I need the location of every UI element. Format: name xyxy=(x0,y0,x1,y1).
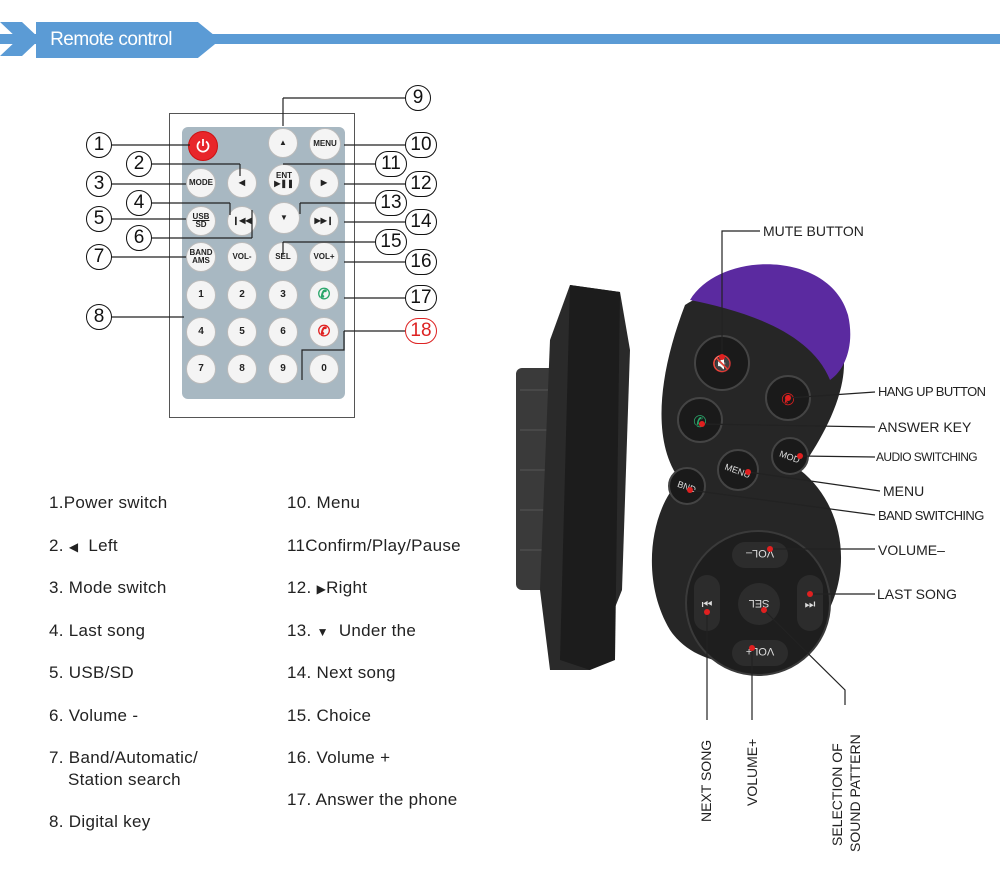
menu-button xyxy=(717,449,759,491)
legend-item: 8. Digital key xyxy=(49,812,151,831)
play-pause-icon: ▶❚❚ xyxy=(274,179,294,188)
controller-dome xyxy=(690,264,851,380)
callout-band: BAND SWITCHING xyxy=(878,508,984,523)
callout-sound-pattern: SOUND PATTERN xyxy=(847,734,863,852)
sel-button xyxy=(738,583,780,625)
answer-button xyxy=(677,397,723,443)
digit-key[interactable]: 7 xyxy=(186,354,216,384)
digit-key[interactable]: 9 xyxy=(268,354,298,384)
legend-item: 11Confirm/Play/Pause xyxy=(287,536,461,555)
callout-number: 9 xyxy=(405,85,431,111)
callout-number: 8 xyxy=(86,304,112,330)
callout-volume-minus: VOLUME– xyxy=(878,542,945,558)
callout-number: 2 xyxy=(126,151,152,177)
vol-minus-key[interactable]: VOL- xyxy=(227,242,257,272)
menu-key[interactable]: MENU xyxy=(309,128,341,160)
power-button[interactable] xyxy=(188,131,218,161)
callout-audio: AUDIO SWITCHING xyxy=(876,450,978,464)
callout-number: 17 xyxy=(405,285,437,311)
legend-item: 1.Power switch xyxy=(49,493,168,512)
next-song-button xyxy=(694,575,720,631)
callout-number: 11 xyxy=(375,151,407,177)
legend-item: 14. Next song xyxy=(287,663,396,682)
legend-item: 2. ◀ Left xyxy=(49,536,118,555)
callout-number: 7 xyxy=(86,244,112,270)
callout-number: 10 xyxy=(405,132,437,158)
legend-item: 10. Menu xyxy=(287,493,361,512)
right-arrow-icon: ▶ xyxy=(316,582,327,596)
power-icon xyxy=(196,139,210,153)
callout-number: 1 xyxy=(86,132,112,158)
callout-number: 18 xyxy=(405,318,437,344)
callout-number: 6 xyxy=(126,225,152,251)
legend-item: 4. Last song xyxy=(49,621,146,640)
hangup-call-button[interactable]: ✆ xyxy=(309,317,339,347)
callout-selection: SELECTION OF xyxy=(829,743,845,846)
mute-icon: 🔇 xyxy=(712,354,732,373)
left-button[interactable]: ◀ xyxy=(227,168,257,198)
callout-number: 13 xyxy=(375,190,407,216)
last-icon: ⏭ xyxy=(805,597,816,611)
digit-key[interactable]: 3 xyxy=(268,280,298,310)
digit-key[interactable]: 2 xyxy=(227,280,257,310)
legend-item: 5. USB/SD xyxy=(49,663,134,682)
ent-play-pause-button[interactable]: ENT▶❚❚ xyxy=(268,164,300,196)
digit-key[interactable]: 4 xyxy=(186,317,216,347)
legend-item: 16. Volume + xyxy=(287,748,391,767)
svg-text:SEL: SEL xyxy=(749,597,770,609)
down-button[interactable]: ▼ xyxy=(268,202,300,234)
callout-next-song: NEXT SONG xyxy=(698,739,714,822)
legend-item: 3. Mode switch xyxy=(49,578,167,597)
callout-menu: MENU xyxy=(883,483,925,499)
callout-number: 5 xyxy=(86,206,112,232)
legend-item: 6. Volume - xyxy=(49,706,139,725)
legend-item: 7. Band/Automatic/ xyxy=(49,748,199,767)
callout-number: 15 xyxy=(375,229,407,255)
callout-number: 4 xyxy=(126,190,152,216)
header-bar xyxy=(0,34,1000,44)
left-arrow-icon: ◀ xyxy=(68,540,79,554)
callout-mute: MUTE BUTTON xyxy=(763,223,864,239)
mode-key[interactable]: MODE xyxy=(186,168,216,198)
digit-key[interactable]: 1 xyxy=(186,280,216,310)
digit-key[interactable]: 0 xyxy=(309,354,339,384)
up-button[interactable]: ▲ xyxy=(268,128,298,158)
callout-answer: ANSWER KEY xyxy=(878,419,972,435)
phone-hangup-icon: ✆ xyxy=(317,323,331,340)
down-arrow-icon: ▼ xyxy=(316,625,329,639)
callout-number: 12 xyxy=(405,171,437,197)
svg-text:VOL–: VOL– xyxy=(745,547,774,559)
legend-item: 13. ▼ Under the xyxy=(287,621,417,640)
callout-hangup: HANG UP BUTTON xyxy=(878,384,986,399)
next-icon: ⏮ xyxy=(702,597,713,611)
vol-plus-key[interactable]: VOL+ xyxy=(309,242,339,272)
digit-key[interactable]: 5 xyxy=(227,317,257,347)
next-track-button[interactable]: ▶▶❙ xyxy=(309,206,339,236)
digit-key[interactable]: 6 xyxy=(268,317,298,347)
right-button[interactable]: ▶ xyxy=(309,168,339,198)
callout-number: 14 xyxy=(405,209,437,235)
page-title: Remote control xyxy=(36,22,186,58)
band-button xyxy=(668,467,706,505)
answer-call-button[interactable]: ✆ xyxy=(309,280,339,310)
last-song-button xyxy=(797,575,823,631)
legend-item: Station search xyxy=(68,770,181,789)
vol-plus-button xyxy=(732,640,788,666)
digit-key[interactable]: 8 xyxy=(227,354,257,384)
legend-item: 15. Choice xyxy=(287,706,372,725)
callout-volume-plus: VOLUME+ xyxy=(744,738,760,806)
callout-last-song: LAST SONG xyxy=(877,586,957,602)
callout-number: 16 xyxy=(405,249,437,275)
callout-number: 3 xyxy=(86,171,112,197)
phone-answer-icon: ✆ xyxy=(317,286,331,303)
legend-item: 17. Answer the phone xyxy=(287,790,458,809)
legend-item: 12. ▶Right xyxy=(287,578,368,597)
